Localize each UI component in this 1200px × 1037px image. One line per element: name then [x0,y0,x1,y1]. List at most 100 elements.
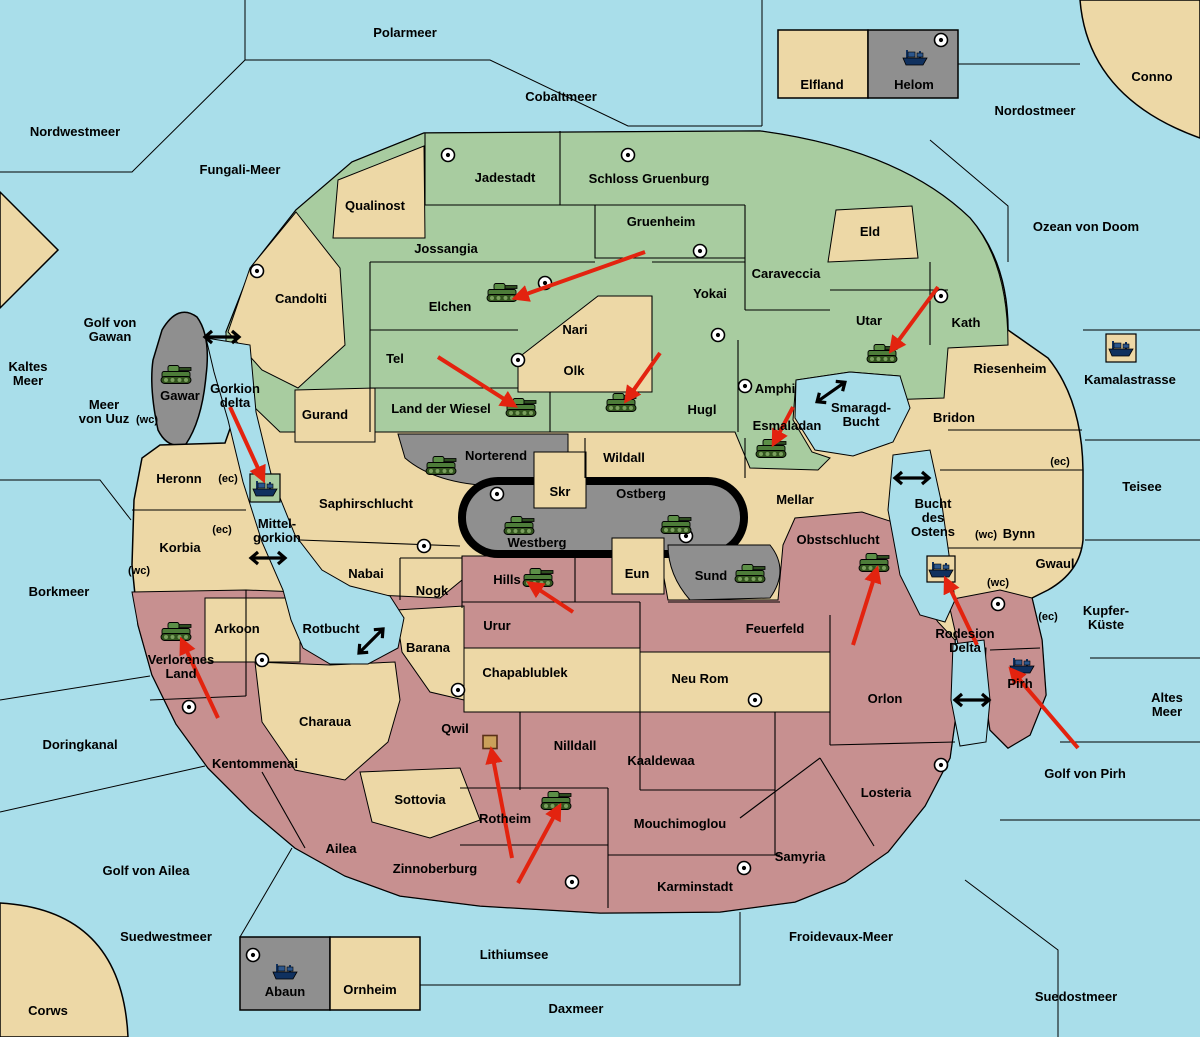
territory-label[interactable]: Pirh [1007,675,1033,691]
territory-label[interactable]: Westberg [507,534,567,550]
territory-label[interactable]: Olk [563,362,585,378]
territory-label[interactable]: Orlon [867,690,903,706]
sea-label: Golf von Ailea [102,862,190,878]
sea-label: Altes Meer [1151,689,1183,719]
territory-label[interactable]: Urur [483,617,511,633]
territory-label[interactable]: Ostberg [616,485,666,501]
territory-label[interactable]: Land der Wiesel [391,400,491,416]
territory-label[interactable]: Samyria [774,848,826,864]
territory-label[interactable]: Hills [493,571,521,587]
territory-label[interactable]: Norterend [464,447,528,463]
territory-label[interactable]: Verlorenes Land [147,651,215,681]
territory-label[interactable]: Gruenheim [626,213,696,229]
territory-label[interactable]: Gorkion delta [210,380,260,410]
territory-label[interactable]: Heronn [156,470,202,486]
city-marker-icon [181,699,197,715]
city-marker-icon [489,486,505,502]
corws-island[interactable] [0,902,129,1037]
territory-label[interactable]: Schloss Gruenburg [588,170,710,186]
territory-label[interactable]: Mouchimoglou [633,815,727,831]
territory-label[interactable]: Bynn [1002,525,1036,541]
territory-label[interactable]: Tel [386,350,404,366]
territory-label[interactable]: Rodesion Delta [935,625,995,655]
ferry-link-arrow-icon [952,692,992,708]
sea-label: Teisee [1122,478,1162,494]
territory-label[interactable]: Gurand [301,406,349,422]
territory-label[interactable]: Barana [405,639,451,655]
territory-label[interactable]: Utar [855,312,883,328]
territory-label[interactable]: Arkoon [214,620,260,636]
territory-label[interactable]: Zinnoberburg [392,860,478,876]
skr-shape[interactable] [533,451,587,509]
west-wedge [0,190,60,310]
territory-label[interactable]: Candolti [275,290,327,306]
territory-label[interactable]: Losteria [860,784,912,800]
territory-label[interactable]: Kentommenai [212,755,298,771]
conno-island[interactable] [1079,0,1200,139]
territory-label[interactable]: Eun [624,565,650,581]
territory-label[interactable]: Obstschlucht [796,531,880,547]
qualinost-shape[interactable] [332,145,426,239]
barana-shape[interactable] [395,605,465,701]
territory-label[interactable]: Saphirschlucht [319,495,413,511]
territory-label[interactable]: Mittel- gorkion [253,515,301,545]
sund-shape[interactable] [667,544,781,601]
territory-label[interactable]: Ailea [325,840,357,856]
territory-label[interactable]: Jossangia [414,240,478,256]
city-marker-icon [245,947,261,963]
legend-label: Ornheim [343,981,397,997]
territory-label[interactable]: Chapablublek [482,664,568,680]
sea-label: Suedostmeer [1034,988,1118,1004]
territory-label[interactable]: Nilldall [553,737,597,753]
territory-label[interactable]: Charaua [298,713,352,729]
territory-label[interactable]: Rotbucht [302,620,360,636]
territory-label[interactable]: Riesenheim [973,360,1047,376]
eun-shape[interactable] [611,537,665,595]
territory-label[interactable]: Jadestadt [474,169,536,185]
territory-label[interactable]: Sottovia [394,791,446,807]
territory-label[interactable]: Feuerfeld [745,620,805,636]
legend-label: Helom [894,76,934,92]
ferry-link-arrow-icon [892,470,932,486]
territory-label[interactable]: Nogk [415,582,449,598]
territory-label[interactable]: Smaragd- Bucht [831,399,891,429]
territory-label[interactable]: Nari [562,321,588,337]
ferry-link-arrow-icon [815,379,847,405]
territory-label[interactable]: Yokai [693,285,727,301]
territory-label[interactable]: Kath [951,314,981,330]
arkoon-shape[interactable] [204,597,301,663]
territory-label[interactable]: Wildall [603,449,645,465]
territory-label[interactable]: Gawar [160,387,200,403]
territory-label[interactable]: Qwil [441,720,469,736]
sea-label: Fungali-Meer [199,161,281,177]
territory-label[interactable]: Amphi [754,380,796,396]
territory-label[interactable]: Elchen [428,298,472,314]
territory-label[interactable]: Hugl [687,401,717,417]
attack-arrow-icon [436,355,518,408]
territory-label[interactable]: Skr [549,483,571,499]
attack-arrow-icon [851,565,882,646]
territory-label[interactable]: Caraveccia [751,265,821,281]
territory-label[interactable]: Nabai [348,565,384,581]
territory-label[interactable]: Mellar [776,491,814,507]
territory-label[interactable]: Bridon [933,409,975,425]
territory-label[interactable]: Bucht des Ostens [910,495,956,540]
territory-label[interactable]: Neu Rom [671,670,729,686]
territory-label[interactable]: Rotheim [479,810,531,826]
city-marker-icon [450,682,466,698]
territory-label[interactable]: Qualinost [345,197,405,213]
territory-label[interactable]: Esmaladan [752,417,822,433]
eld-shape[interactable] [827,205,919,263]
territory-label[interactable]: Sund [694,567,728,583]
territory-label[interactable]: Gwaul [1035,555,1075,571]
sea-label: Froidevaux-Meer [788,928,894,944]
candolti-shape[interactable] [227,211,346,389]
territory-label[interactable]: Karminstadt [657,878,733,894]
sea-label: Nordwestmeer [29,123,121,139]
territory-label[interactable]: Korbia [159,539,201,555]
sottovia-shape[interactable] [359,767,481,839]
territory-label[interactable]: Kaaldewaa [627,752,695,768]
territory-label[interactable]: Eld [859,223,881,239]
